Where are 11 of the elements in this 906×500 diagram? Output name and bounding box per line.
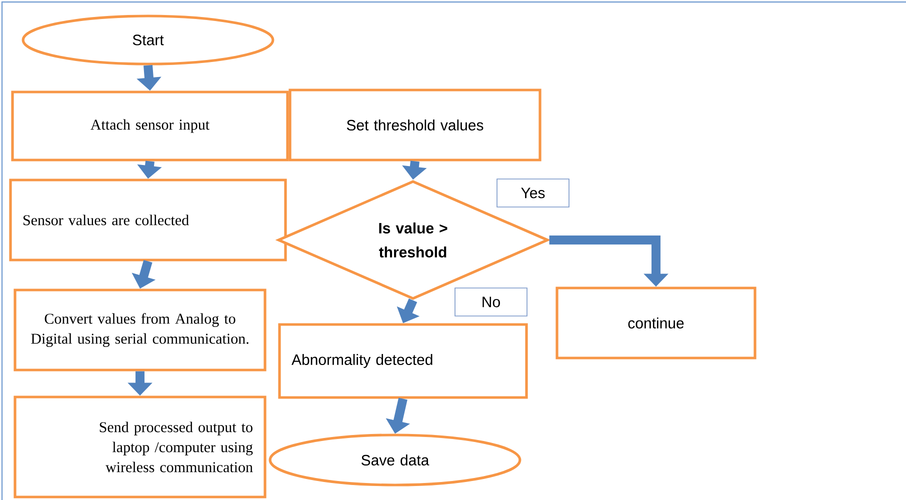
terminal-oval: Start xyxy=(22,14,274,66)
process-box: Send processed output to laptop /computer using wireless communication xyxy=(14,396,266,498)
edge-label: Yes xyxy=(496,178,570,208)
terminal-oval: Save data xyxy=(268,434,522,486)
process-box: Set threshold values xyxy=(288,88,542,162)
process-box: Attach sensor input xyxy=(11,90,289,162)
process-box: Sensor values are collected xyxy=(9,178,287,262)
process-box: Abnormality detected xyxy=(278,323,528,399)
process-box: Convert values from Analog to Digital using serial communication. xyxy=(14,288,266,372)
edge-label: No xyxy=(454,288,528,316)
process-box: continue xyxy=(556,286,756,360)
